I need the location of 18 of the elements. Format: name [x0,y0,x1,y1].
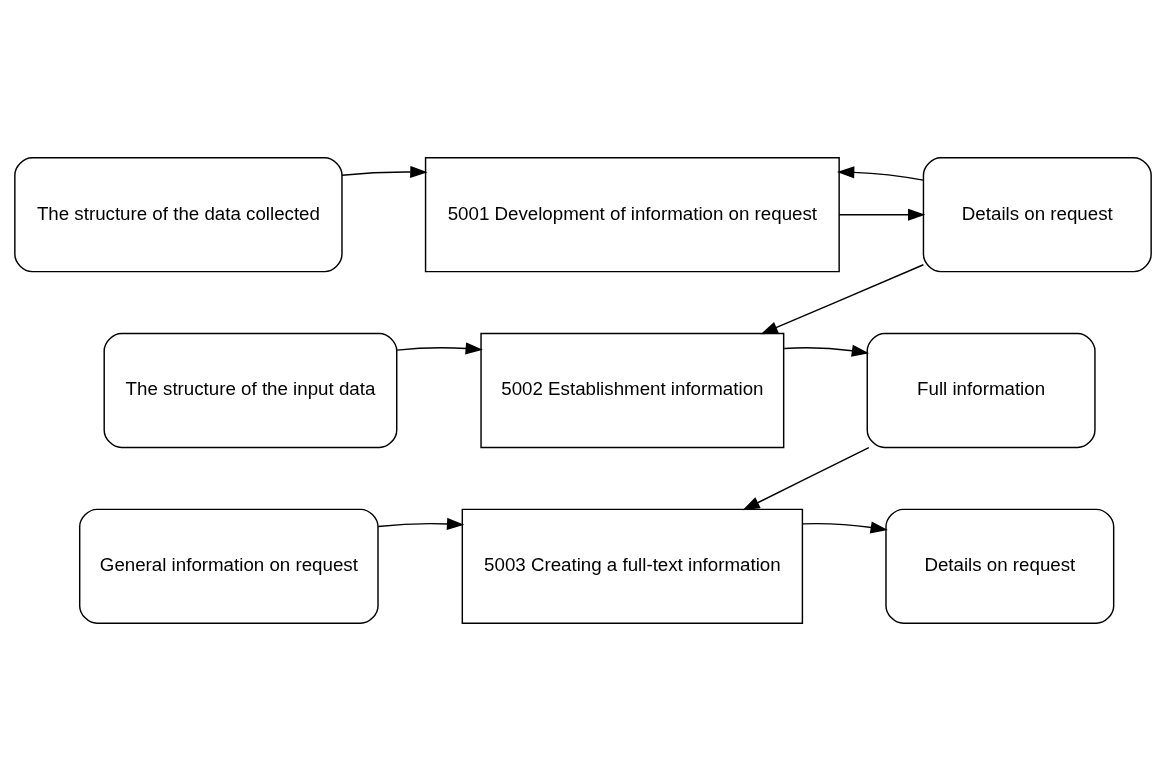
node-box: Details on request [885,508,1115,624]
arrow [377,517,465,530]
arrow [838,208,926,221]
node-box: 5001 Development of information on request [424,157,840,273]
node-box: General information on request [79,508,379,624]
node-box: Full information [866,332,1096,449]
arrow [341,165,428,179]
arrow [396,342,483,355]
arrow [760,264,925,335]
node-box: The structure of the data collected [14,157,343,273]
node-box: 5002 Establishment information [480,332,785,449]
arrow [801,521,888,534]
arrow [783,344,870,357]
node-box: The structure of the input data [103,332,398,449]
arrow [742,446,870,511]
arrow [837,166,924,181]
node-box: 5003 Creating a full-text information [461,508,804,624]
node-box: Details on request [922,157,1152,273]
